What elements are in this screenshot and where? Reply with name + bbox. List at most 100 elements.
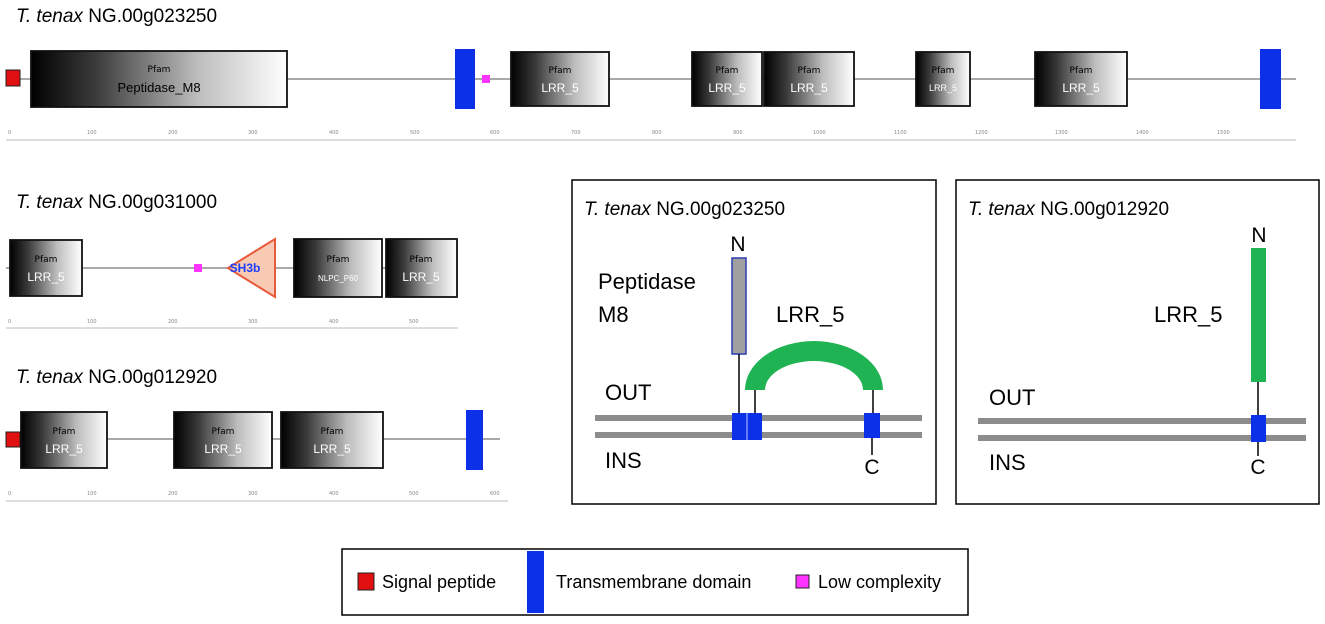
peptidase-m8-domain bbox=[731, 257, 747, 355]
protein-track-2: T. tenax NG.00g031000 Pfam LRR_5 SH3b Pf… bbox=[6, 192, 458, 329]
transmembrane-marker bbox=[466, 410, 483, 470]
signal-peptide-marker bbox=[5, 69, 21, 87]
c-terminus-label: C bbox=[864, 456, 879, 479]
svg-text:100: 100 bbox=[87, 319, 97, 325]
svg-text:400: 400 bbox=[329, 491, 339, 497]
svg-text:200: 200 bbox=[168, 130, 178, 136]
low-complexity-marker bbox=[482, 75, 490, 83]
protein-track-3: T. tenax NG.00g012920 Pfam LRR_5 Pfam LR… bbox=[5, 367, 508, 502]
svg-text:LRR_5: LRR_5 bbox=[313, 442, 351, 456]
lrr5-loop-domain bbox=[745, 341, 883, 390]
svg-text:1200: 1200 bbox=[975, 130, 988, 136]
scale-ticks-3: 0 100 200 300 400 500 600 bbox=[8, 491, 500, 497]
pfam-domain-lrr5: Pfam LRR_5 bbox=[280, 411, 384, 469]
scale-ticks-1: 0 100 200 300 400 500 600 700 800 900 10… bbox=[8, 130, 1230, 136]
svg-text:Pfam: Pfam bbox=[549, 66, 572, 76]
topology-panel-2: T. tenax NG.00g012920 N LRR_5 OUT INS C bbox=[955, 179, 1320, 505]
svg-text:LRR_5: LRR_5 bbox=[790, 81, 828, 95]
svg-text:LRR_5: LRR_5 bbox=[1062, 81, 1100, 95]
legend-signal-peptide: Signal peptide bbox=[382, 572, 496, 592]
pfam-domain-lrr5: Pfam LRR_5 bbox=[510, 51, 610, 107]
svg-text:100: 100 bbox=[87, 130, 97, 136]
svg-text:Peptidase_M8: Peptidase_M8 bbox=[117, 80, 200, 95]
lrr5-domain bbox=[1251, 248, 1266, 382]
svg-text:300: 300 bbox=[248, 130, 258, 136]
ins-label: INS bbox=[605, 448, 642, 473]
protein-3-title: T. tenax NG.00g012920 bbox=[16, 367, 217, 388]
svg-text:400: 400 bbox=[329, 319, 339, 325]
svg-text:500: 500 bbox=[409, 319, 419, 325]
n-terminus-label: N bbox=[730, 233, 745, 256]
svg-text:Pfam: Pfam bbox=[716, 66, 739, 76]
svg-text:LRR_5: LRR_5 bbox=[708, 81, 746, 95]
lrr5-label: LRR_5 bbox=[776, 302, 844, 327]
n-terminus-label: N bbox=[1251, 224, 1266, 247]
svg-text:600: 600 bbox=[490, 491, 500, 497]
pfam-domain-peptidase-m8: Pfam Peptidase_M8 bbox=[30, 50, 288, 108]
transmembrane-segment bbox=[1251, 415, 1266, 442]
svg-text:LRR_5: LRR_5 bbox=[929, 83, 957, 93]
membrane-inner-layer bbox=[978, 435, 1306, 441]
c-terminus-label: C bbox=[1250, 456, 1265, 479]
pfam-domain-lrr5: Pfam LRR_5 bbox=[691, 51, 763, 107]
lrr5-label: LRR_5 bbox=[1154, 302, 1222, 327]
svg-text:1500: 1500 bbox=[1217, 130, 1230, 136]
svg-text:1100: 1100 bbox=[894, 130, 907, 136]
membrane-outer-layer bbox=[978, 418, 1306, 424]
pfam-domain-nlpc-p60: Pfam NLPC_P60 bbox=[293, 238, 383, 298]
svg-text:Pfam: Pfam bbox=[212, 427, 235, 437]
pfam-domain-lrr5: Pfam LRR_5 bbox=[9, 239, 83, 297]
blue-bar-icon bbox=[527, 551, 544, 613]
pfam-domain-lrr5: Pfam LRR_5 bbox=[763, 51, 855, 107]
svg-text:1300: 1300 bbox=[1055, 130, 1068, 136]
svg-text:SH3b: SH3b bbox=[230, 261, 261, 275]
pfam-domain-lrr5: Pfam LRR_5 bbox=[173, 411, 273, 469]
svg-text:1400: 1400 bbox=[1136, 130, 1149, 136]
svg-text:0: 0 bbox=[8, 319, 11, 325]
pfam-domain-lrr5: Pfam LRR_5 bbox=[20, 411, 108, 469]
pfam-domain-lrr5: Pfam LRR_5 bbox=[915, 51, 971, 107]
svg-text:500: 500 bbox=[409, 491, 419, 497]
out-label: OUT bbox=[605, 380, 651, 405]
svg-text:Pfam: Pfam bbox=[798, 66, 821, 76]
svg-text:200: 200 bbox=[168, 319, 178, 325]
transmembrane-marker bbox=[455, 49, 475, 109]
ins-label: INS bbox=[989, 450, 1026, 475]
svg-text:Pfam: Pfam bbox=[410, 255, 433, 265]
legend: Signal peptide Transmembrane domain Low … bbox=[341, 548, 969, 616]
svg-text:Pfam: Pfam bbox=[1070, 66, 1093, 76]
scale-ticks-2: 0 100 200 300 400 500 bbox=[8, 319, 419, 325]
transmembrane-segment bbox=[864, 413, 880, 438]
svg-text:Pfam: Pfam bbox=[327, 255, 350, 265]
svg-text:600: 600 bbox=[490, 130, 500, 136]
svg-text:500: 500 bbox=[410, 130, 420, 136]
svg-text:LRR_5: LRR_5 bbox=[27, 270, 65, 284]
svg-text:0: 0 bbox=[8, 130, 11, 136]
svg-text:LRR_5: LRR_5 bbox=[541, 81, 579, 95]
svg-text:800: 800 bbox=[652, 130, 662, 136]
legend-transmembrane: Transmembrane domain bbox=[556, 572, 751, 592]
legend-low-complexity: Low complexity bbox=[818, 572, 941, 592]
pfam-domain-lrr5: Pfam LRR_5 bbox=[1034, 51, 1128, 107]
svg-text:100: 100 bbox=[87, 491, 97, 497]
peptidase-label-line1: Peptidase bbox=[598, 269, 696, 294]
svg-text:Pfam: Pfam bbox=[148, 65, 171, 75]
svg-text:LRR_5: LRR_5 bbox=[204, 442, 242, 456]
peptidase-label-line2: M8 bbox=[598, 302, 629, 327]
svg-text:Pfam: Pfam bbox=[321, 427, 344, 437]
out-label: OUT bbox=[989, 385, 1035, 410]
svg-text:Pfam: Pfam bbox=[35, 255, 58, 265]
sh3b-domain: SH3b bbox=[226, 237, 276, 299]
transmembrane-marker bbox=[1260, 49, 1281, 109]
svg-text:300: 300 bbox=[248, 319, 258, 325]
svg-text:NLPC_P60: NLPC_P60 bbox=[318, 274, 359, 283]
magenta-square-icon bbox=[795, 574, 810, 589]
red-square-icon bbox=[357, 572, 375, 591]
topology-panel-1: T. tenax NG.00g023250 N Peptidase M8 LRR… bbox=[571, 179, 937, 505]
topology-2-title: T. tenax NG.00g012920 bbox=[968, 199, 1169, 220]
svg-text:300: 300 bbox=[248, 491, 258, 497]
svg-text:LRR_5: LRR_5 bbox=[402, 270, 440, 284]
protein-2-title: T. tenax NG.00g031000 bbox=[16, 192, 217, 213]
svg-text:Pfam: Pfam bbox=[932, 66, 955, 76]
topology-1-title: T. tenax NG.00g023250 bbox=[584, 199, 785, 220]
